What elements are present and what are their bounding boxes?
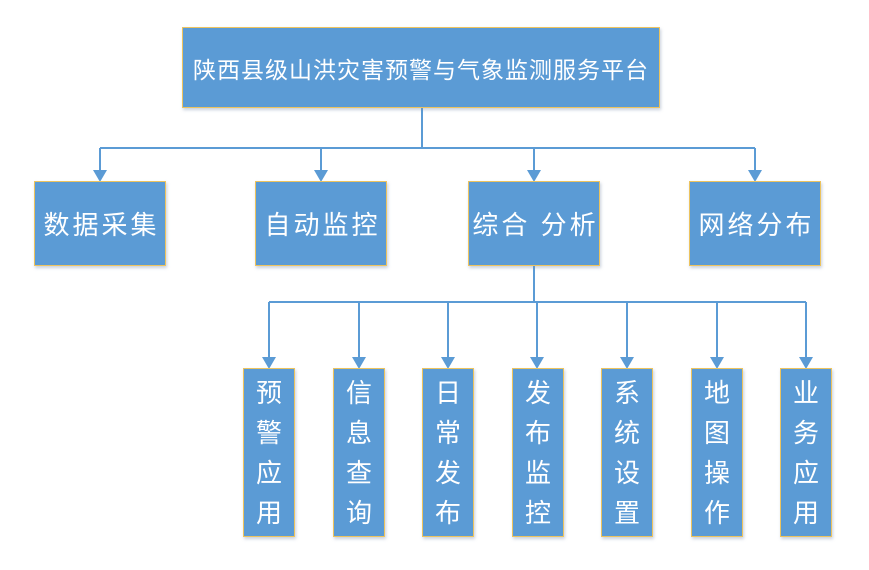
node-auto-monitoring: 自动监控 [255,181,387,266]
arrow-down-icon [93,170,107,182]
node-data-collection: 数据采集 [34,181,166,266]
arrow-down-icon [530,357,544,369]
arrow-down-icon [262,357,276,369]
level2-connector [268,266,807,358]
node-network-distribution: 网络分布 [689,181,821,266]
level2-arrowheads [262,357,813,369]
node-system-settings: 系统设置 [601,368,653,537]
arrow-down-icon [527,170,541,182]
node-release-monitoring: 发布监控 [512,368,564,537]
node-platform-title: 陕西县级山洪灾害预警与气象监测服务平台 [182,27,660,108]
arrow-down-icon [352,357,366,369]
arrow-down-icon [748,170,762,182]
arrow-down-icon [314,170,328,182]
arrow-down-icon [710,357,724,369]
arrow-down-icon [799,357,813,369]
node-comprehensive-analysis: 综合 分析 [468,181,600,266]
node-business-application: 业务应用 [780,368,832,537]
node-info-query: 信息查询 [333,368,385,537]
node-map-operations: 地图操作 [691,368,743,537]
arrow-down-icon [620,357,634,369]
level1-arrowheads [93,170,762,182]
node-daily-release: 日常发布 [422,368,474,537]
arrow-down-icon [441,357,455,369]
node-warning-application: 预警应用 [243,368,295,537]
level1-connector [99,108,756,171]
